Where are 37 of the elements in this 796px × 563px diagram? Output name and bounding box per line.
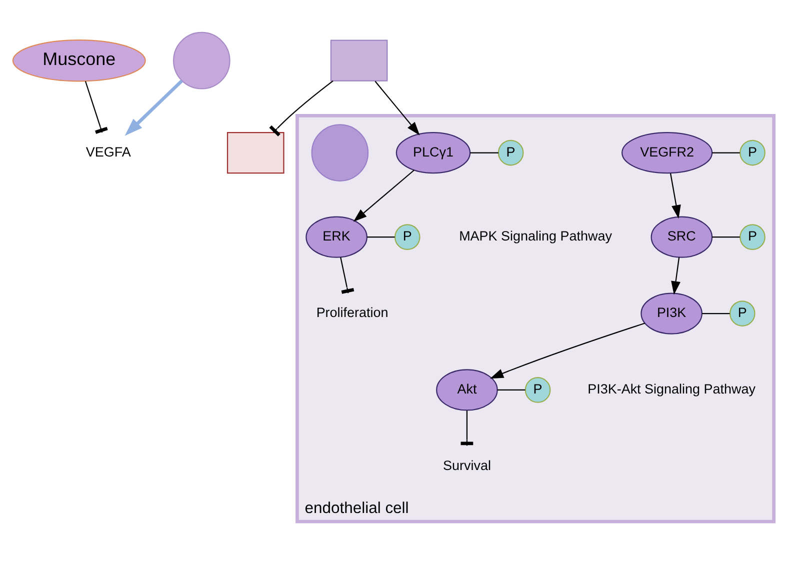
node-box	[226, 132, 284, 174]
connector	[712, 152, 740, 154]
node-box	[330, 40, 388, 82]
arrow	[671, 257, 680, 295]
node-ellipse: PLCγ1	[396, 132, 471, 174]
connector	[470, 152, 498, 154]
node-ellipse: Muscone	[12, 40, 146, 82]
node-circle: P	[498, 140, 524, 166]
node-text: Survival	[442, 458, 491, 473]
node-circle: P	[394, 224, 420, 250]
connector	[340, 257, 354, 294]
connector	[269, 80, 334, 136]
node-circle	[173, 32, 230, 90]
node-ellipse: ERK	[306, 216, 368, 258]
arrow	[490, 322, 645, 379]
node-text: VEGFA	[86, 144, 131, 160]
label: PI3K-Akt Signaling Pathway	[588, 381, 756, 396]
node-circle: P	[740, 224, 766, 250]
node-ellipse: SRC	[650, 216, 713, 258]
connector	[712, 236, 740, 238]
node-text: Proliferation	[316, 305, 388, 320]
node-circle: P	[740, 140, 766, 166]
arrow	[670, 173, 681, 219]
arrow	[124, 80, 184, 136]
connector	[497, 389, 526, 391]
node-ellipse: Akt	[436, 369, 498, 411]
node-ellipse: VEGFR2	[622, 132, 713, 174]
node-ellipse: PI3K	[640, 292, 702, 334]
connector	[84, 81, 108, 134]
node-circle	[311, 124, 369, 182]
arrow	[374, 80, 420, 136]
arrow	[353, 170, 414, 222]
label: MAPK Signaling Pathway	[459, 228, 612, 244]
connector	[702, 312, 730, 314]
node-circle: P	[729, 300, 756, 326]
connector	[367, 236, 395, 238]
node-circle: P	[524, 377, 551, 403]
